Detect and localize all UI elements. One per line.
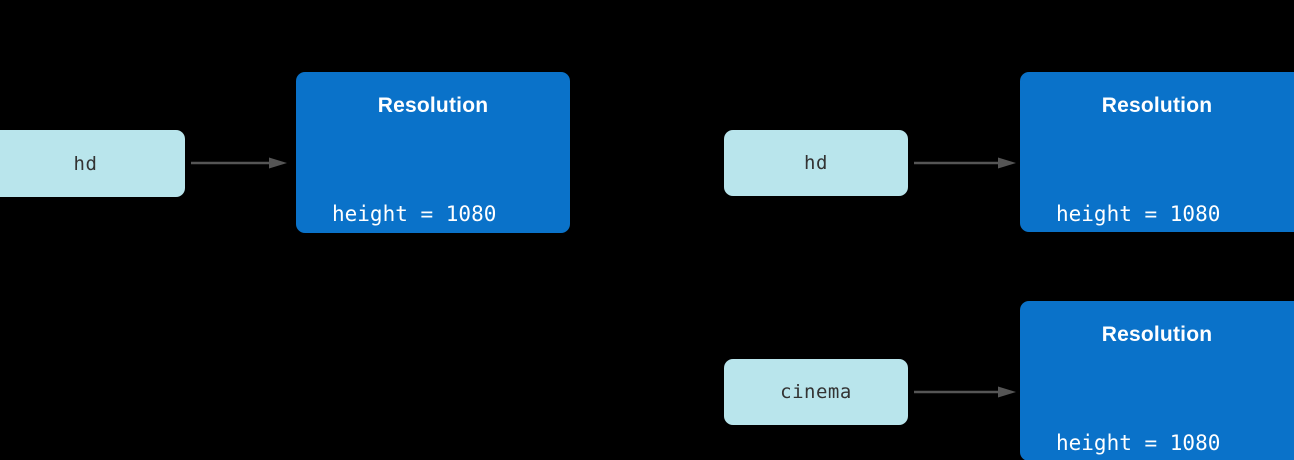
class-attribute-row: height = 1080 [1056, 431, 1221, 455]
class-node-resolution-left[interactable]: Resolution height = 1080 width = 1920 [296, 72, 570, 233]
class-attributes: height = 1080 width = 1920 [296, 142, 496, 233]
instance-node-cinema[interactable]: cinema [724, 359, 908, 425]
class-attribute-row: height = 1080 [1056, 202, 1221, 226]
edge-arrow-left [191, 156, 291, 170]
instance-label: hd [73, 152, 98, 175]
instance-node-hd-left[interactable]: hd [0, 130, 185, 197]
class-node-resolution-right-bottom[interactable]: Resolution height = 1080 width = 2048 [1020, 301, 1294, 460]
edge-arrow-right-top [914, 156, 1022, 170]
class-attributes: height = 1080 width = 1920 [1020, 142, 1220, 232]
instance-label: cinema [780, 381, 852, 403]
edge-arrow-right-bottom [914, 385, 1022, 399]
class-attributes: height = 1080 width = 2048 [1020, 371, 1220, 460]
class-title: Resolution [377, 94, 489, 117]
class-title: Resolution [1101, 323, 1213, 346]
instance-label: hd [804, 152, 828, 174]
instance-node-hd-right[interactable]: hd [724, 130, 908, 196]
class-title: Resolution [1101, 94, 1213, 117]
class-attribute-row: height = 1080 [332, 202, 497, 226]
class-node-resolution-right-top[interactable]: Resolution height = 1080 width = 1920 [1020, 72, 1294, 232]
